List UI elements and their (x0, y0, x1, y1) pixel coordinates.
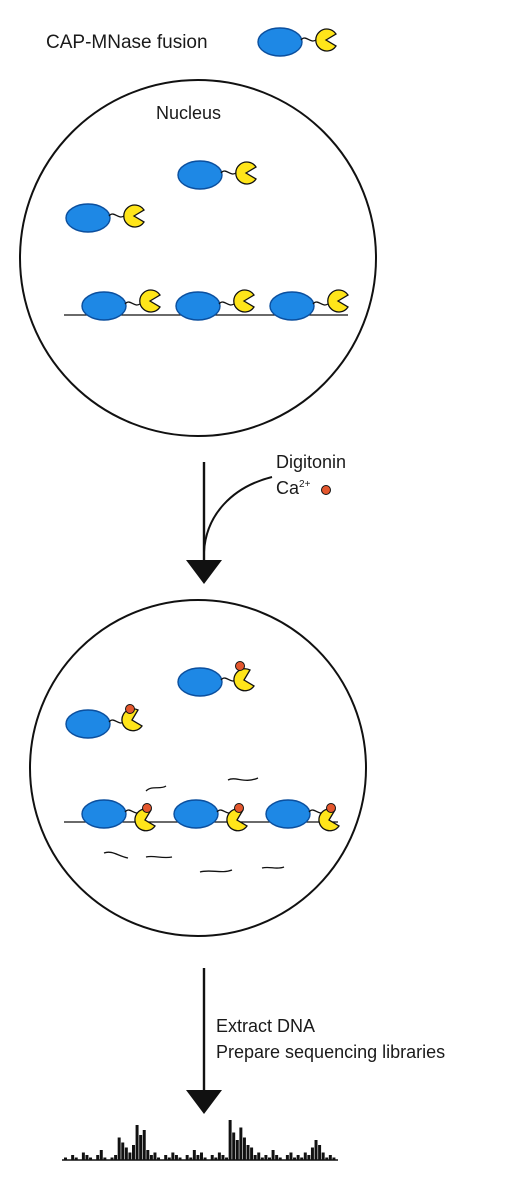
profile-bar (99, 1150, 103, 1160)
profile-bar (74, 1157, 78, 1160)
profile-bar (285, 1155, 289, 1160)
profile-bar (328, 1155, 332, 1160)
legend-cap-mnase-icon (257, 27, 337, 57)
profile-bar (260, 1157, 264, 1160)
reagents-label: Digitonin Ca2+ (276, 452, 346, 503)
profile-bar (210, 1155, 214, 1160)
profile-bar (171, 1152, 175, 1160)
profile-bar (135, 1125, 139, 1160)
profile-bar (132, 1145, 135, 1160)
nucleus-label: Nucleus (156, 103, 222, 123)
profile-bar (174, 1155, 178, 1160)
profile-bar (278, 1157, 282, 1160)
step-prepare-libraries: Prepare sequencing libraries (216, 1041, 446, 1062)
profile-bar (268, 1157, 271, 1160)
profile-bar (124, 1147, 128, 1160)
profile-bar (303, 1152, 307, 1160)
profile-bar (232, 1132, 236, 1160)
profile-bar (321, 1152, 325, 1160)
profile-bar (307, 1155, 311, 1160)
profile-bar (64, 1157, 67, 1160)
profile-bar (253, 1155, 257, 1160)
profile-bar (167, 1157, 171, 1160)
profile-bar (325, 1157, 329, 1160)
profile-bar (271, 1150, 275, 1160)
profile-bar (203, 1157, 207, 1160)
profile-bar (178, 1157, 182, 1160)
profile-bar (235, 1140, 239, 1160)
profile-bar (239, 1127, 243, 1160)
profile-bar (228, 1120, 232, 1160)
profile-bar (142, 1130, 146, 1160)
profile-bar (275, 1155, 279, 1160)
profile-bar (185, 1155, 189, 1160)
profile-bar (225, 1157, 229, 1160)
profile-bar (289, 1152, 293, 1160)
profile-bar (221, 1155, 225, 1160)
profile-bar (300, 1157, 304, 1160)
profile-bar (146, 1150, 150, 1160)
profile-bar (250, 1147, 254, 1160)
profile-bar (103, 1157, 107, 1160)
profile-bar (217, 1152, 221, 1160)
profile-bar (139, 1135, 143, 1160)
profile-bar (71, 1155, 75, 1160)
arrow-down-icon (186, 462, 273, 584)
profile-bar (117, 1137, 121, 1160)
profile-bar (246, 1145, 250, 1160)
profile-bar (81, 1152, 85, 1160)
profile-bar (314, 1140, 318, 1160)
profile-bar (157, 1157, 161, 1160)
steps-label: Extract DNA Prepare sequencing libraries (216, 1016, 445, 1067)
reagent-digitonin: Digitonin (276, 452, 347, 472)
profile-bar (242, 1137, 246, 1160)
step-extract-dna: Extract DNA (216, 1016, 316, 1036)
profile-bar (200, 1152, 203, 1160)
reagent-calcium: Ca2+ (276, 477, 311, 498)
profile-bar (293, 1157, 297, 1160)
profile-bar (89, 1157, 93, 1160)
profile-bar (149, 1155, 153, 1160)
profile-bar (214, 1157, 218, 1160)
arrow-down-icon (186, 968, 222, 1114)
profile-bar (332, 1157, 336, 1160)
profile-bar (110, 1157, 114, 1160)
profile-bar (114, 1155, 118, 1160)
profile-bar (164, 1155, 168, 1160)
sequencing-profile (64, 1120, 336, 1160)
profile-bar (296, 1155, 300, 1160)
profile-bar (85, 1155, 89, 1160)
profile-bar (153, 1152, 157, 1160)
profile-bar (96, 1155, 100, 1160)
profile-bar (318, 1145, 322, 1160)
profile-bar (121, 1142, 125, 1160)
legend-label: CAP-MNase fusion (46, 32, 208, 53)
nucleus-before (19, 79, 377, 437)
profile-bar (196, 1155, 200, 1160)
dna-fragments (103, 777, 285, 873)
profile-bar (257, 1152, 261, 1160)
profile-bar (310, 1147, 314, 1160)
profile-bar (128, 1152, 132, 1160)
profile-bar (189, 1157, 193, 1160)
profile-bar (264, 1155, 268, 1160)
nucleus-after (29, 599, 367, 937)
profile-bar (192, 1150, 196, 1160)
